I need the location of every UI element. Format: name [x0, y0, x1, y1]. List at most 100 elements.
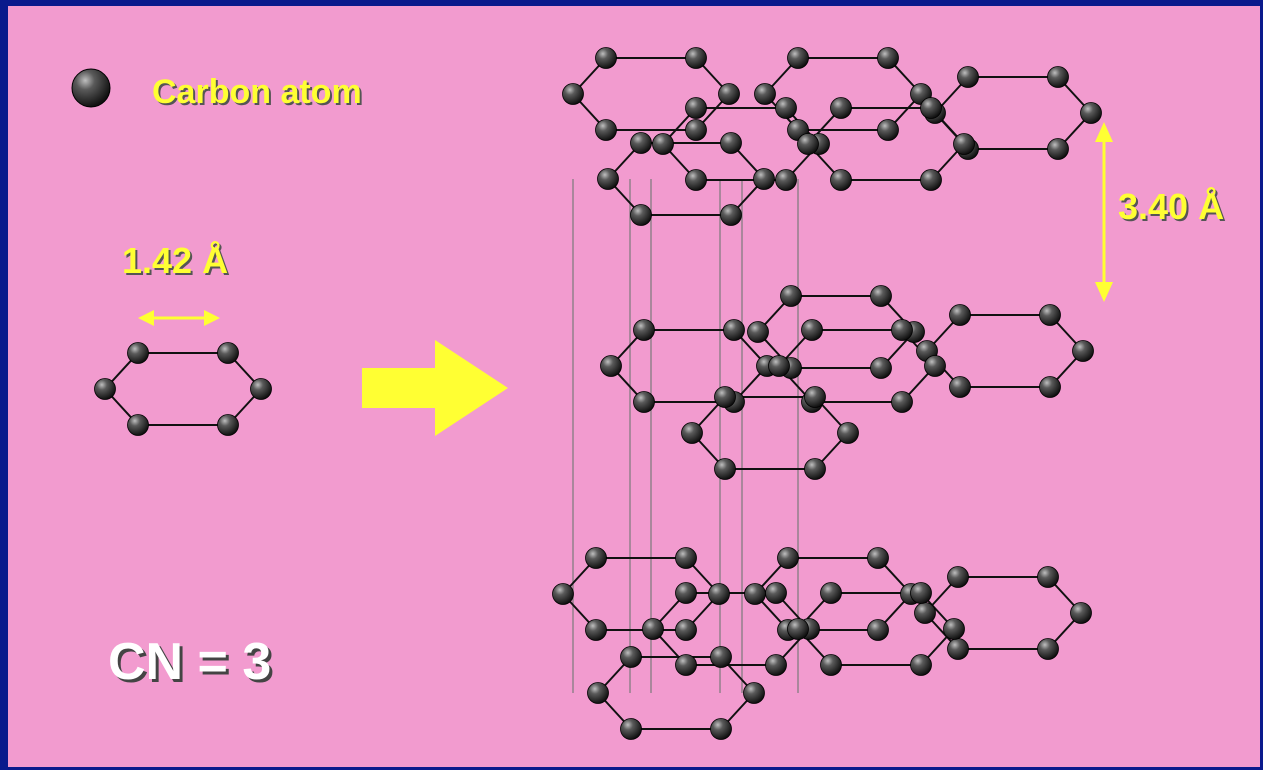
carbon-atom — [877, 47, 899, 69]
carbon-atoms — [71, 47, 1102, 740]
carbon-atom — [820, 654, 842, 676]
carbon-atom — [947, 566, 969, 588]
carbon-atom — [804, 458, 826, 480]
carbon-atom — [754, 83, 776, 105]
carbon-atom — [804, 386, 826, 408]
carbon-atom — [710, 646, 732, 668]
carbon-atom — [870, 285, 892, 307]
carbon-atom — [642, 618, 664, 640]
carbon-atom — [720, 204, 742, 226]
carbon-atom — [920, 97, 942, 119]
carbon-atom — [747, 321, 769, 343]
carbon-atom — [552, 583, 574, 605]
carbon-atom — [949, 376, 971, 398]
carbon-atom — [914, 602, 936, 624]
carbon-atom — [787, 47, 809, 69]
carbon-atom — [837, 422, 859, 444]
carbon-atom — [953, 133, 975, 155]
carbon-atom — [1070, 602, 1092, 624]
carbon-atom — [910, 582, 932, 604]
carbon-atom — [947, 638, 969, 660]
carbon-atom — [94, 378, 116, 400]
carbon-atom — [633, 391, 655, 413]
carbon-atom — [681, 422, 703, 444]
carbon-atom — [765, 654, 787, 676]
carbon-atom — [765, 582, 787, 604]
carbon-atom — [1037, 638, 1059, 660]
carbon-atom — [675, 582, 697, 604]
carbon-atom — [630, 204, 652, 226]
carbon-atom-icon — [71, 68, 111, 108]
carbon-atom — [562, 83, 584, 105]
carbon-atom — [830, 169, 852, 191]
carbon-atom — [924, 355, 946, 377]
carbon-atom — [891, 391, 913, 413]
carbon-atom — [714, 386, 736, 408]
carbon-atom — [870, 357, 892, 379]
carbon-atom — [877, 119, 899, 141]
carbon-atom — [787, 618, 809, 640]
carbon-atom — [920, 169, 942, 191]
carbon-atom — [1047, 138, 1069, 160]
carbon-atom — [250, 378, 272, 400]
carbon-atom — [830, 97, 852, 119]
coordination-number-label: CN = 3 — [108, 633, 272, 691]
carbon-atom — [630, 132, 652, 154]
carbon-atom — [943, 618, 965, 640]
layer-alignment-lines — [572, 179, 799, 693]
carbon-atom — [652, 133, 674, 155]
bond-length-arrow-head-left — [138, 310, 154, 326]
carbon-atom — [633, 319, 655, 341]
carbon-atom — [775, 169, 797, 191]
carbon-atom — [585, 619, 607, 641]
carbon-atom — [720, 132, 742, 154]
carbon-atom — [1039, 376, 1061, 398]
carbon-atom — [710, 718, 732, 740]
carbon-atom — [718, 83, 740, 105]
carbon-atom — [708, 583, 730, 605]
carbon-atom — [949, 304, 971, 326]
carbon-atom — [675, 654, 697, 676]
carbon-atom — [685, 97, 707, 119]
interlayer-arrow-head-bottom — [1095, 282, 1113, 302]
bond-length-arrow-head-right — [204, 310, 220, 326]
carbon-atom — [723, 319, 745, 341]
dimension-arrows — [138, 122, 1113, 436]
carbon-atom — [600, 355, 622, 377]
carbon-atom — [867, 547, 889, 569]
carbon-atom — [867, 619, 889, 641]
carbon-atom — [585, 547, 607, 569]
carbon-atom — [587, 682, 609, 704]
carbon-atom — [597, 168, 619, 190]
carbon-atom — [595, 119, 617, 141]
carbon-atom — [910, 654, 932, 676]
carbon-atom — [675, 619, 697, 641]
carbon-atom — [1039, 304, 1061, 326]
carbon-atom — [595, 47, 617, 69]
carbon-atom — [891, 319, 913, 341]
carbon-atom — [775, 97, 797, 119]
bond-length-label: 1.42 Å — [122, 240, 229, 281]
carbon-atom — [127, 342, 149, 364]
carbon-atom — [753, 168, 775, 190]
carbon-atom — [620, 646, 642, 668]
carbon-atom — [777, 547, 799, 569]
interlayer-spacing-label: 3.40 Å — [1118, 186, 1225, 227]
carbon-atom — [957, 66, 979, 88]
carbon-atom — [797, 133, 819, 155]
carbon-atom — [675, 547, 697, 569]
carbon-atom — [685, 119, 707, 141]
carbon-atom — [768, 355, 790, 377]
carbon-atom — [1037, 566, 1059, 588]
carbon-atom — [780, 285, 802, 307]
carbon-atom — [685, 47, 707, 69]
carbon-atom — [217, 342, 239, 364]
carbon-atom — [743, 682, 765, 704]
carbon-atom — [620, 718, 642, 740]
carbon-atom — [820, 582, 842, 604]
carbon-atom — [1072, 340, 1094, 362]
carbon-atom — [127, 414, 149, 436]
carbon-atom — [217, 414, 239, 436]
